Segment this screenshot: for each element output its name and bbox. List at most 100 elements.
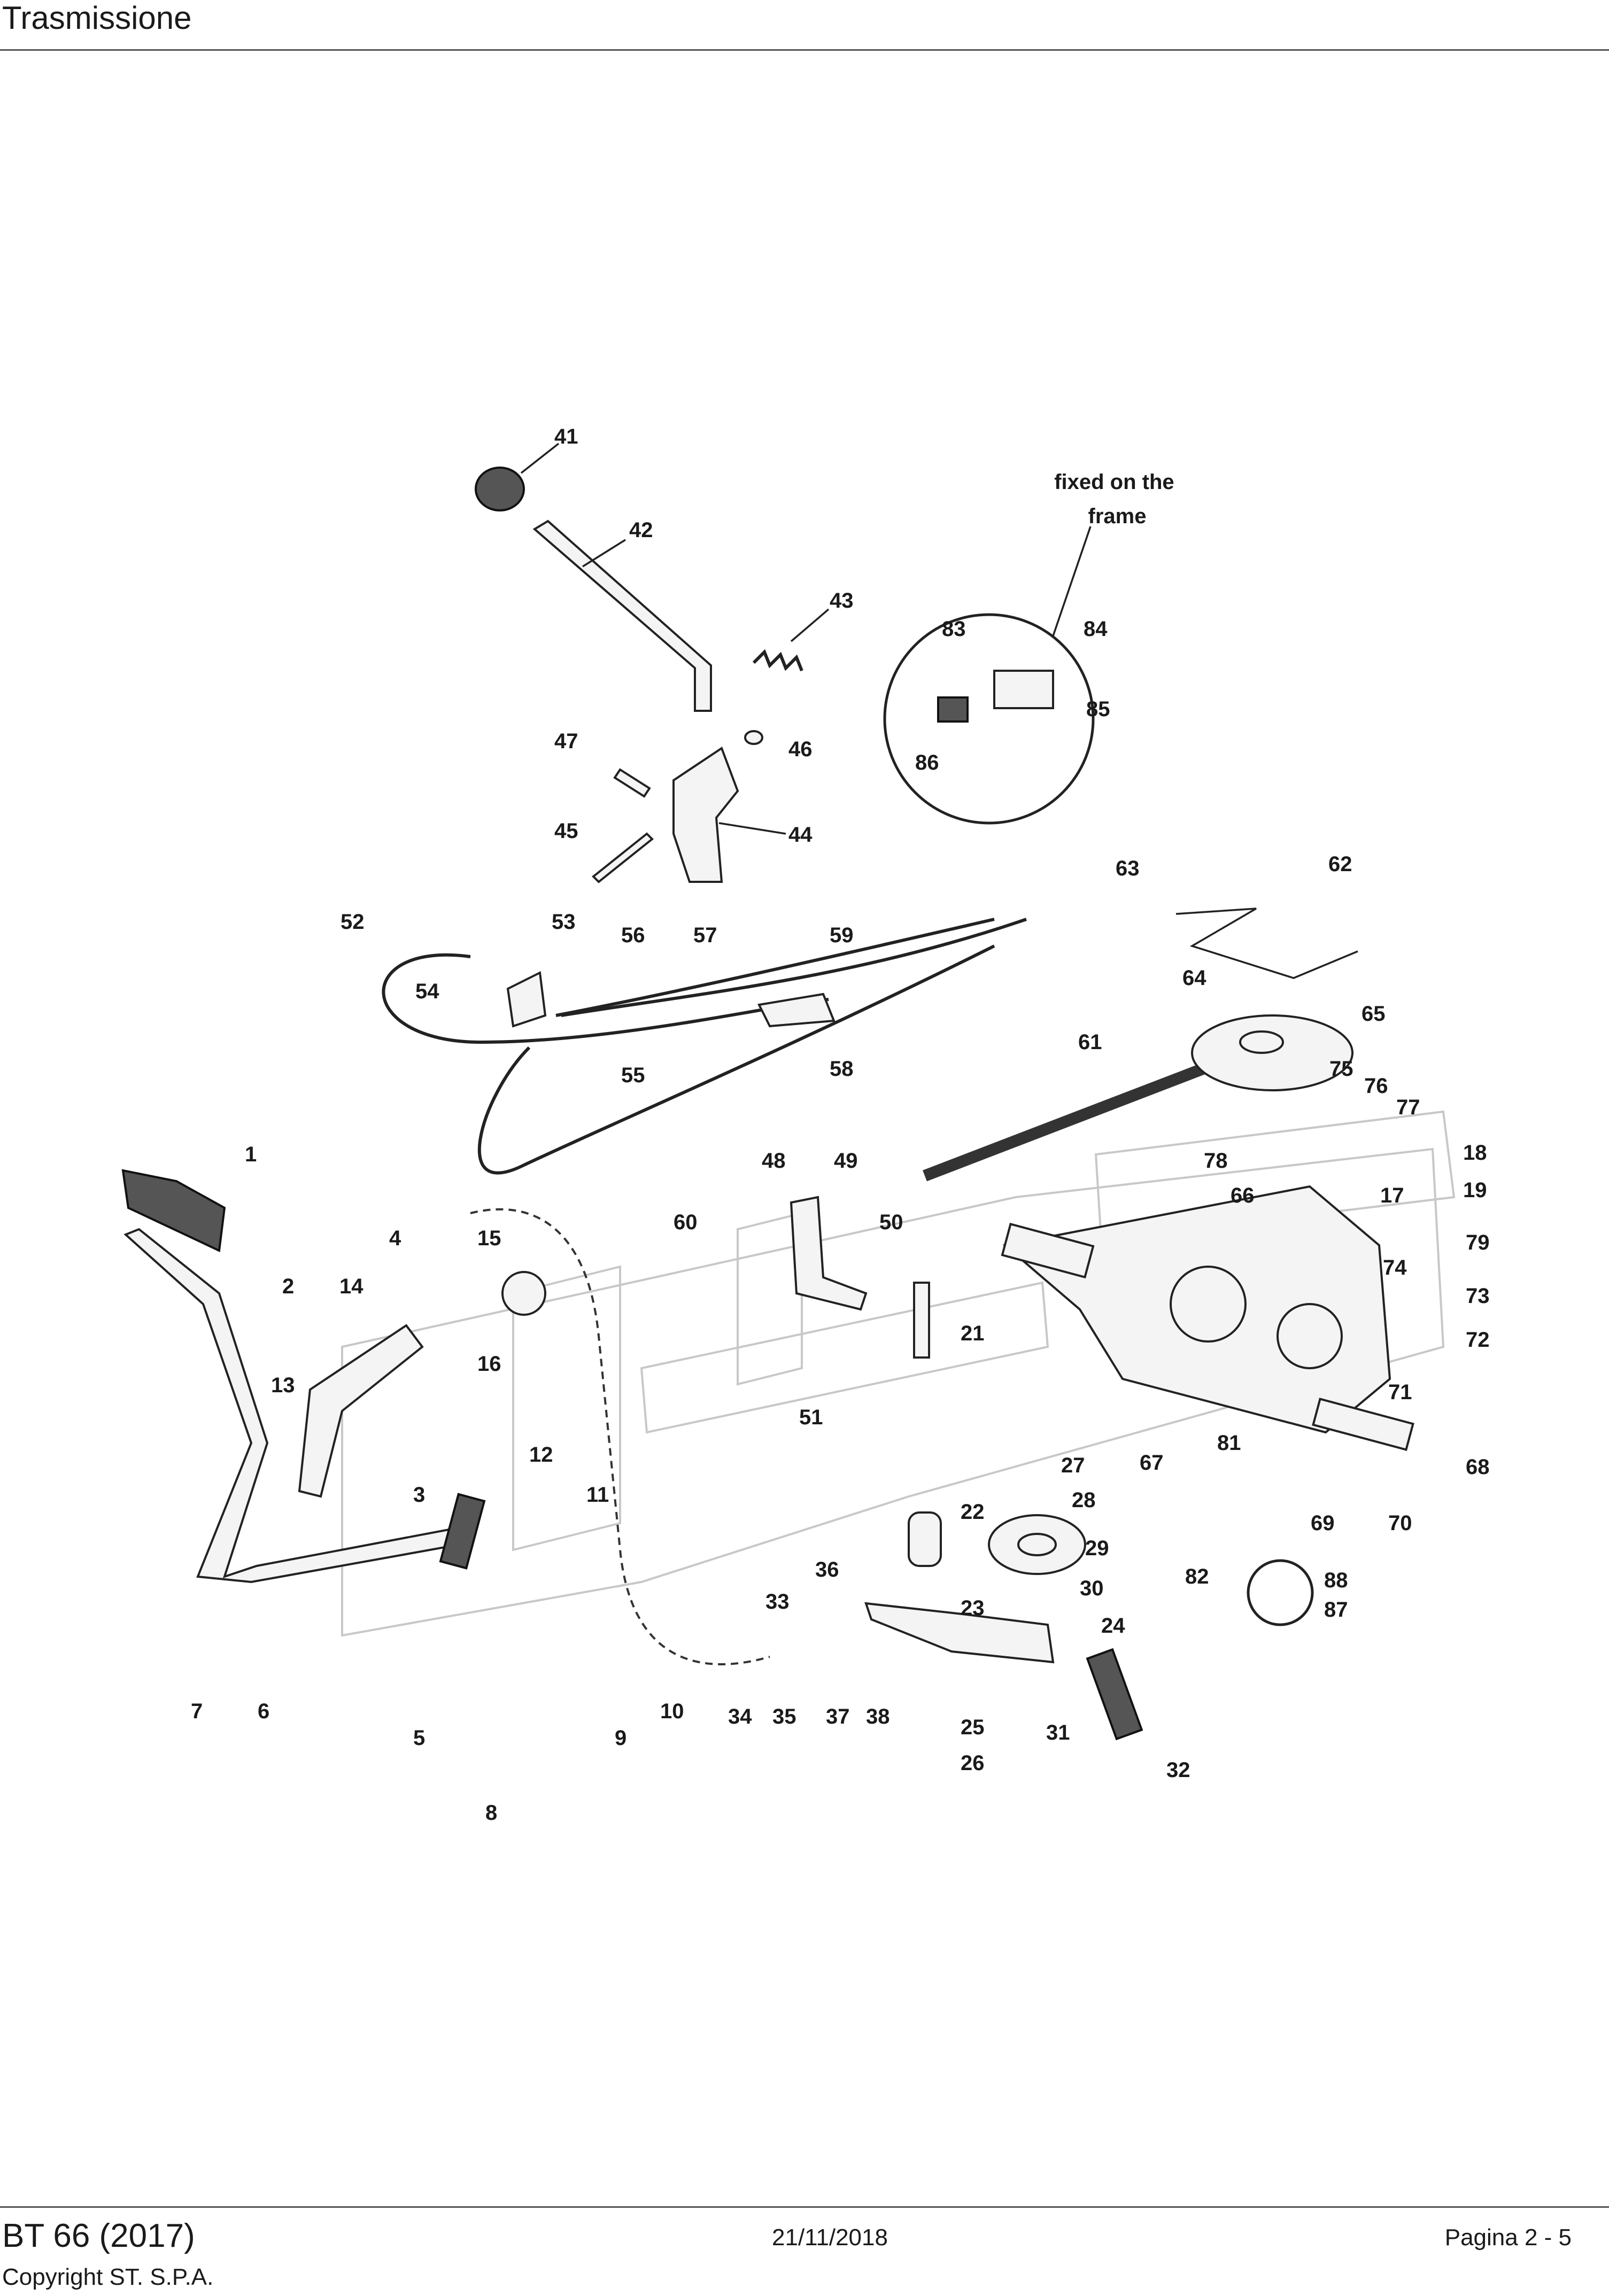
callout-49: 49 bbox=[834, 1149, 858, 1173]
bushing-part bbox=[908, 1511, 942, 1567]
callout-68: 68 bbox=[1466, 1455, 1490, 1479]
callout-47: 47 bbox=[554, 730, 578, 753]
callout-58: 58 bbox=[830, 1057, 854, 1081]
callout-82: 82 bbox=[1185, 1565, 1209, 1588]
nut-part-46 bbox=[744, 730, 763, 745]
knob-part bbox=[475, 443, 560, 511]
callout-46: 46 bbox=[788, 738, 813, 761]
callout-10: 10 bbox=[660, 1700, 684, 1723]
callout-62: 62 bbox=[1328, 852, 1352, 876]
callout-64: 64 bbox=[1182, 966, 1206, 990]
callout-29: 29 bbox=[1085, 1537, 1109, 1560]
pedal-part bbox=[121, 1169, 226, 1252]
bolt-part-47 bbox=[613, 768, 651, 798]
pulley-part-65 bbox=[1191, 1014, 1353, 1091]
callout-87: 87 bbox=[1324, 1598, 1348, 1622]
callout-12: 12 bbox=[529, 1443, 553, 1467]
bracket-part bbox=[672, 746, 786, 883]
callout-30: 30 bbox=[1080, 1577, 1104, 1600]
callout-6: 6 bbox=[258, 1700, 269, 1723]
callout-69: 69 bbox=[1311, 1511, 1335, 1535]
callout-41: 41 bbox=[554, 425, 578, 448]
transaxle-part bbox=[1001, 1185, 1414, 1451]
roller-part bbox=[501, 1271, 546, 1316]
callout-26: 26 bbox=[961, 1751, 985, 1775]
callout-44: 44 bbox=[788, 823, 813, 847]
callout-53: 53 bbox=[552, 910, 576, 934]
callout-51: 51 bbox=[799, 1406, 823, 1429]
callout-19: 19 bbox=[1463, 1178, 1487, 1202]
callout-81: 81 bbox=[1217, 1431, 1241, 1455]
callout-45: 45 bbox=[554, 819, 578, 843]
rod-part-63 bbox=[1175, 907, 1358, 979]
callout-7: 7 bbox=[191, 1700, 203, 1723]
callout-35: 35 bbox=[772, 1705, 796, 1728]
callout-42: 42 bbox=[629, 518, 653, 542]
model-label: BT 66 (2017) bbox=[2, 2217, 195, 2254]
callout-8: 8 bbox=[485, 1801, 497, 1825]
callout-36: 36 bbox=[815, 1558, 839, 1581]
callout-56: 56 bbox=[621, 924, 645, 947]
pulley-hub-29 bbox=[1017, 1533, 1057, 1556]
callout-72: 72 bbox=[1466, 1328, 1490, 1352]
callout-54: 54 bbox=[415, 980, 439, 1003]
callout-43: 43 bbox=[830, 589, 854, 612]
page-title: Trasmissione bbox=[2, 0, 192, 36]
callout-22: 22 bbox=[961, 1500, 985, 1524]
callout-3: 3 bbox=[413, 1483, 425, 1507]
callout-57: 57 bbox=[693, 924, 717, 947]
date-label: 21/11/2018 bbox=[772, 2224, 888, 2251]
callout-73: 73 bbox=[1466, 1284, 1490, 1308]
callout-70: 70 bbox=[1388, 1511, 1412, 1535]
callout-50: 50 bbox=[879, 1211, 903, 1234]
callout-28: 28 bbox=[1072, 1488, 1096, 1512]
tension-arm-part bbox=[864, 1602, 1055, 1664]
callout-55: 55 bbox=[621, 1064, 645, 1087]
callout-1: 1 bbox=[245, 1143, 257, 1166]
callout-21: 21 bbox=[961, 1322, 985, 1345]
callout-88: 88 bbox=[1324, 1569, 1348, 1592]
inset-note-line-2: frame bbox=[1088, 505, 1147, 528]
callout-18: 18 bbox=[1463, 1141, 1487, 1165]
callout-5: 5 bbox=[413, 1726, 425, 1750]
callout-labels: 1 2 3 4 5 6 7 8 9 10 11 12 13 14 15 16 1… bbox=[191, 425, 1490, 1825]
callout-31: 31 bbox=[1046, 1721, 1070, 1744]
spring-part-32 bbox=[1086, 1648, 1143, 1741]
callout-2: 2 bbox=[282, 1275, 294, 1298]
page-number: Pagina 2 - 5 bbox=[1444, 2224, 1572, 2251]
bolt-part-45 bbox=[592, 832, 654, 883]
callout-67: 67 bbox=[1140, 1451, 1164, 1475]
callout-63: 63 bbox=[1116, 857, 1140, 880]
callout-83: 83 bbox=[942, 617, 966, 641]
callout-17: 17 bbox=[1380, 1184, 1404, 1207]
spring-part bbox=[752, 608, 830, 672]
callout-60: 60 bbox=[674, 1211, 698, 1234]
inset-note: fixed on the frame bbox=[1054, 470, 1180, 528]
callout-33: 33 bbox=[765, 1590, 790, 1614]
bracket-part-48 bbox=[790, 1196, 868, 1311]
inset-detail bbox=[883, 526, 1095, 825]
callout-24: 24 bbox=[1101, 1614, 1125, 1638]
cable-assembly bbox=[382, 918, 1027, 1175]
callout-37: 37 bbox=[826, 1705, 850, 1728]
callout-77: 77 bbox=[1396, 1096, 1420, 1119]
callout-78: 78 bbox=[1204, 1149, 1228, 1173]
callout-34: 34 bbox=[728, 1705, 752, 1728]
callout-32: 32 bbox=[1166, 1758, 1190, 1782]
callout-15: 15 bbox=[477, 1227, 501, 1250]
spring-part-3 bbox=[439, 1493, 486, 1570]
callout-16: 16 bbox=[477, 1352, 501, 1376]
pulley-hub-65 bbox=[1239, 1030, 1284, 1054]
callout-11: 11 bbox=[586, 1483, 609, 1507]
callout-65: 65 bbox=[1362, 1002, 1386, 1026]
callout-59: 59 bbox=[830, 924, 854, 947]
inset-note-line-1: fixed on the bbox=[1054, 470, 1174, 494]
callout-79: 79 bbox=[1466, 1231, 1490, 1254]
callout-9: 9 bbox=[615, 1726, 626, 1750]
bracket-part-13 bbox=[298, 1324, 424, 1498]
copyright-label: Copyright ST. S.P.A. bbox=[2, 2264, 214, 2290]
callout-14: 14 bbox=[339, 1275, 363, 1298]
callout-61: 61 bbox=[1078, 1030, 1102, 1054]
callout-23: 23 bbox=[961, 1596, 985, 1620]
